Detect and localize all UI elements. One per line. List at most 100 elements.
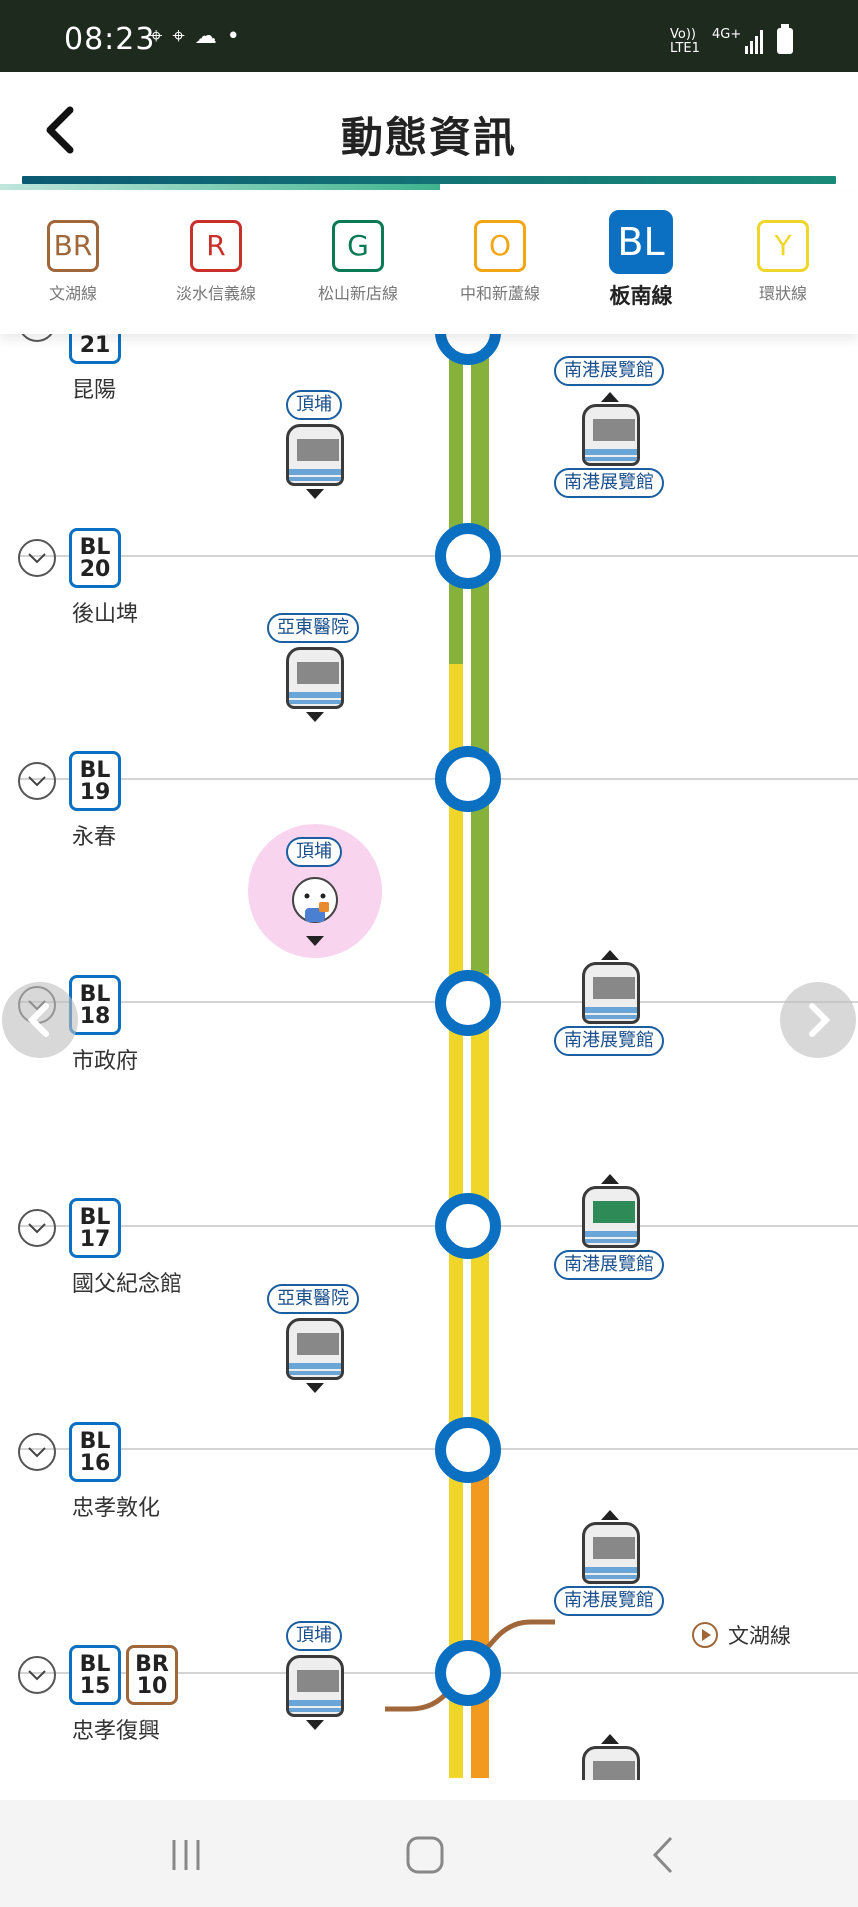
code-line: BL (79, 1652, 111, 1677)
tab-label: 中和新蘆線 (459, 284, 540, 303)
station-name: 國父紀念館 (72, 1272, 183, 1297)
chevron-down-icon (28, 1670, 46, 1681)
destination-tag: 頂埔 (286, 837, 342, 867)
lte-text: LTE1 (670, 41, 700, 56)
station-node[interactable] (435, 970, 501, 1036)
header-divider (22, 176, 836, 184)
expand-station-button[interactable] (18, 1433, 56, 1471)
expand-station-button[interactable] (18, 539, 56, 577)
special-train-icon[interactable] (582, 1186, 640, 1248)
line-badge-bl: BL (609, 210, 673, 274)
clock: 08:23 (64, 22, 156, 57)
expand-station-button[interactable] (18, 1209, 56, 1247)
branch-label-text: 文湖線 (728, 1624, 791, 1648)
line-map[interactable]: BL 21 昆陽 BL 20 後山埤 BL 19 永春 BL 18 市政府 BL… (0, 334, 858, 1780)
line-tabs: BR 文湖線 R 淡水信義線 G 松山新店線 O 中和新蘆線 BL 板南線 Y … (0, 192, 858, 334)
tab-songshan-xindian[interactable]: G 松山新店線 (287, 220, 429, 304)
volte-indicator: Vo)) LTE1 (670, 28, 700, 56)
expand-station-button[interactable] (18, 334, 56, 342)
next-page-button[interactable] (780, 982, 856, 1058)
network-type: 4G+ (712, 27, 742, 42)
train-icon[interactable] (286, 647, 344, 709)
tab-label: 淡水信義線 (175, 284, 256, 303)
destination-tag: 頂埔 (286, 1621, 342, 1651)
system-nav-bar (0, 1800, 858, 1907)
expand-station-button[interactable] (18, 1656, 56, 1694)
tab-label: 文湖線 (48, 284, 97, 303)
train-icon[interactable] (582, 404, 640, 466)
tab-bannan[interactable]: BL 板南線 (570, 210, 712, 310)
location-off-icon: ⌖ (150, 24, 163, 49)
destination-tag: 南港展覽館 (554, 1250, 664, 1280)
station-node[interactable] (435, 746, 501, 812)
destination-tag: 南港展覽館 (554, 1026, 664, 1056)
chevron-right-icon (809, 1003, 831, 1037)
code-number: 18 (79, 1004, 111, 1029)
cloud-icon: ☁ (194, 24, 217, 49)
code-line: BL (79, 535, 111, 560)
station-code-badge: BL 21 (69, 334, 121, 364)
mascot-cat-icon (292, 877, 338, 923)
recent-apps-button[interactable] (156, 1830, 216, 1880)
tab-tamsui-xinyi[interactable]: R 淡水信義線 (145, 220, 287, 304)
direction-down-icon (306, 1383, 324, 1393)
chevron-down-icon (20, 334, 54, 340)
direction-up-icon (601, 1510, 619, 1520)
destination-tag: 南港展覽館 (554, 1586, 664, 1616)
volte-text: Vo)) (670, 27, 696, 42)
tab-wenhu[interactable]: BR 文湖線 (2, 220, 144, 304)
destination-tag: 亞東醫院 (267, 613, 359, 643)
station-name: 昆陽 (72, 378, 117, 403)
code-number: 17 (79, 1227, 111, 1252)
recent-apps-icon (172, 1840, 200, 1870)
previous-page-button[interactable] (2, 982, 78, 1058)
track-left-occupied (449, 334, 463, 664)
train-icon[interactable] (582, 1522, 640, 1584)
chevron-down-icon (28, 1223, 46, 1234)
destination-tag: 南港展覽館 (554, 468, 664, 498)
signal-icon (745, 30, 767, 54)
station-code-badge: BL 15 (69, 1645, 121, 1705)
track-right-occupied (471, 334, 489, 974)
system-back-button[interactable] (635, 1830, 695, 1880)
station-node[interactable] (435, 1640, 501, 1706)
app-header: 動態資訊 (0, 72, 858, 192)
station-name: 忠孝敦化 (72, 1496, 161, 1521)
home-button[interactable] (395, 1830, 455, 1880)
chevron-left-icon (46, 106, 74, 154)
page-title: 動態資訊 (340, 113, 517, 162)
direction-down-icon (306, 489, 324, 499)
station-node[interactable] (435, 1417, 501, 1483)
tab-zhonghe-xinlu[interactable]: O 中和新蘆線 (429, 220, 571, 304)
tab-label: 板南線 (609, 284, 673, 308)
station-node[interactable] (435, 1193, 501, 1259)
notification-icons: ⌖ ⌖ ☁ • (150, 24, 240, 49)
tab-circular[interactable]: Y 環狀線 (712, 220, 854, 304)
station-node[interactable] (435, 334, 501, 365)
direction-up-icon (601, 950, 619, 960)
direction-down-icon (306, 936, 324, 946)
line-badge-r: R (190, 220, 242, 272)
train-icon[interactable] (286, 1655, 344, 1717)
station-node[interactable] (435, 523, 501, 589)
direction-up-icon (601, 1174, 619, 1184)
direction-up-icon (601, 392, 619, 402)
train-icon[interactable] (286, 424, 344, 486)
play-icon (692, 1622, 718, 1648)
code-number: 20 (79, 557, 111, 582)
chevron-down-icon (28, 776, 46, 787)
battery-icon (777, 24, 793, 54)
direction-down-icon (306, 1720, 324, 1730)
train-icon[interactable] (582, 1746, 640, 1780)
wenhu-line-link[interactable]: 文湖線 (692, 1620, 791, 1650)
back-button[interactable] (40, 102, 80, 158)
direction-up-icon (601, 1734, 619, 1744)
tab-label: 松山新店線 (317, 284, 398, 303)
tab-label: 環狀線 (758, 284, 807, 303)
station-code-badge: BL 19 (69, 751, 121, 811)
train-icon[interactable] (582, 962, 640, 1024)
destination-tag: 南港展覽館 (554, 356, 664, 386)
code-number: 21 (79, 334, 111, 358)
train-icon[interactable] (286, 1318, 344, 1380)
expand-station-button[interactable] (18, 762, 56, 800)
